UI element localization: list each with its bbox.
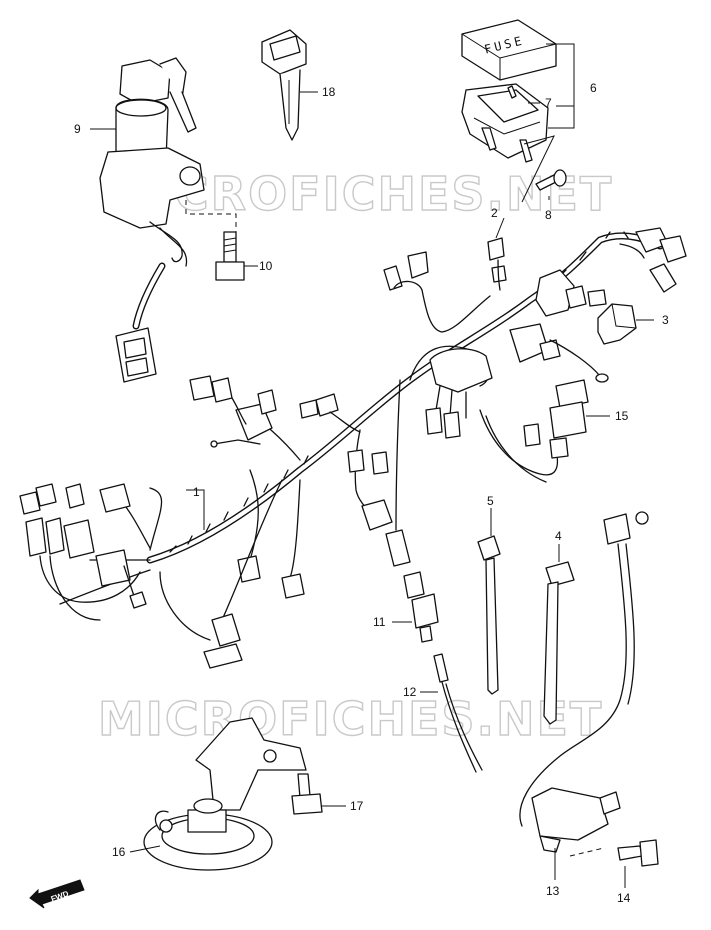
callout-3: 3 [662,313,669,327]
callout-12: 12 [403,685,417,699]
callout-13: 13 [546,884,560,898]
callout-5: 5 [487,494,494,508]
key-part[interactable] [261,29,307,141]
sensor-part-13[interactable] [519,511,649,853]
connector-part-2[interactable] [487,237,507,283]
relay-part-15[interactable] [549,379,589,439]
callout-17: 17 [350,799,364,813]
wiring-harness-part[interactable] [19,227,687,669]
cable-part-12[interactable] [433,653,483,773]
callout-7: 7 [545,96,552,110]
ignition-switch-part[interactable] [99,57,237,383]
bolt-part-10[interactable] [215,231,245,281]
cable-tie-part-5[interactable] [477,535,501,695]
fuse-holder-part[interactable] [461,83,549,163]
callout-2: 2 [491,206,498,220]
callout-4: 4 [555,529,562,543]
callout-14: 14 [617,891,631,905]
callout-18: 18 [322,85,336,99]
bolt-part-14[interactable] [617,839,659,867]
callout-10: 10 [259,259,273,273]
switch-part-11[interactable] [403,571,439,643]
callout-1: 1 [193,485,200,499]
watermark-bottom: MICROFICHES.NET [98,692,603,746]
clamp-part-4[interactable] [543,561,575,725]
bolt-part-17[interactable] [291,773,323,815]
horn-part-16[interactable] [143,717,307,871]
fwd-arrow-icon: FWD [29,879,85,909]
callout-11: 11 [373,615,386,629]
callout-8: 8 [545,208,552,222]
callout-6: 6 [590,81,597,95]
fuse-box-part[interactable]: FUSE [461,19,557,81]
screw-part-8[interactable] [535,169,567,191]
callout-16: 16 [112,845,126,859]
cap-part-3[interactable] [597,303,637,345]
callout-15: 15 [615,409,629,423]
callout-9: 9 [74,122,81,136]
